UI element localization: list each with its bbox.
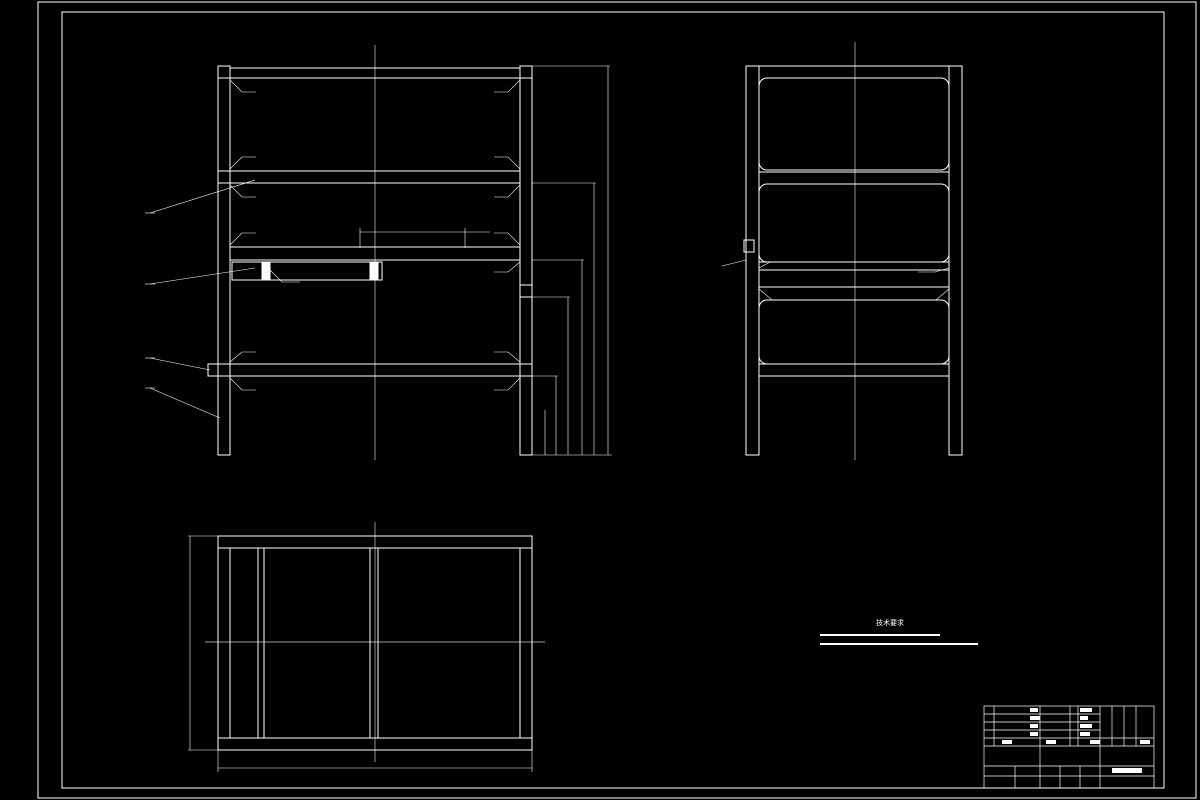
side-view bbox=[721, 42, 963, 460]
weld-symbol bbox=[269, 269, 300, 283]
weld-symbol bbox=[229, 184, 256, 198]
title-block-mark bbox=[1080, 708, 1092, 712]
weld-symbol bbox=[494, 377, 521, 391]
weld-symbol bbox=[229, 79, 256, 93]
weld-symbol bbox=[918, 267, 950, 273]
front-side-bracket bbox=[207, 363, 219, 377]
leader-part bbox=[149, 267, 256, 285]
title-block-mark bbox=[1080, 724, 1092, 728]
front-corner-block-right bbox=[519, 284, 533, 298]
weld-symbol bbox=[494, 261, 521, 273]
tech-req-line-1 bbox=[820, 634, 940, 636]
plan-outline bbox=[217, 535, 533, 751]
weld-symbol bbox=[758, 261, 771, 269]
weld-symbol bbox=[229, 232, 256, 246]
part-leaders bbox=[145, 179, 256, 419]
title-block-marks bbox=[1002, 708, 1150, 773]
front-corner-block-top-right bbox=[519, 65, 533, 79]
weld-symbols bbox=[229, 79, 521, 391]
title-block-mark bbox=[1090, 740, 1100, 744]
leader-part bbox=[149, 357, 211, 371]
side-right-leg bbox=[948, 65, 963, 456]
weld-symbol bbox=[758, 288, 786, 301]
weld-symbol bbox=[229, 351, 256, 363]
front-drawer-handle bbox=[261, 261, 271, 281]
title-block bbox=[983, 705, 1155, 789]
front-drawer bbox=[231, 261, 383, 281]
weld-symbol bbox=[494, 184, 521, 198]
side-left-leg bbox=[745, 65, 760, 456]
title-block-mark bbox=[1030, 724, 1038, 728]
title-block-mark bbox=[1080, 716, 1088, 720]
title-block-mark bbox=[1030, 732, 1038, 736]
side-leader bbox=[721, 259, 747, 267]
title-block-mark bbox=[1030, 708, 1038, 712]
title-block-drawing-name-mark bbox=[1112, 768, 1142, 773]
title-block-mark bbox=[1046, 740, 1056, 744]
tech-req-line-2 bbox=[820, 643, 978, 645]
weld-symbol bbox=[494, 79, 521, 93]
plan-view bbox=[188, 522, 545, 772]
weld-symbol bbox=[494, 351, 521, 363]
sheet-outer-border bbox=[37, 1, 1197, 799]
front-corner-block-top-left bbox=[217, 65, 231, 79]
technical-requirements-title: 技术要求 bbox=[876, 618, 904, 627]
title-block-mark bbox=[1140, 740, 1150, 744]
weld-symbol bbox=[920, 288, 950, 301]
title-block-mark bbox=[1080, 732, 1090, 736]
weld-symbol bbox=[229, 377, 256, 391]
front-drawer-handle-2 bbox=[369, 261, 379, 281]
technical-requirements: 技术要求 bbox=[820, 618, 978, 645]
side-weld-symbols bbox=[721, 259, 950, 301]
sheet-inner-frame bbox=[61, 11, 1165, 789]
weld-symbol bbox=[494, 232, 521, 246]
leader-part bbox=[149, 179, 256, 214]
side-bracket bbox=[743, 239, 755, 253]
title-block-frame bbox=[983, 705, 1155, 789]
title-block-mark bbox=[1030, 716, 1040, 720]
title-block-mark bbox=[1002, 740, 1012, 744]
front-view bbox=[145, 45, 612, 460]
side-upper-panel bbox=[758, 77, 950, 171]
front-corner-block-mid-left bbox=[217, 170, 231, 184]
weld-symbol bbox=[494, 156, 521, 170]
front-corner-block-low-right bbox=[519, 363, 533, 377]
leader-part bbox=[149, 387, 221, 419]
weld-symbol bbox=[229, 156, 256, 170]
